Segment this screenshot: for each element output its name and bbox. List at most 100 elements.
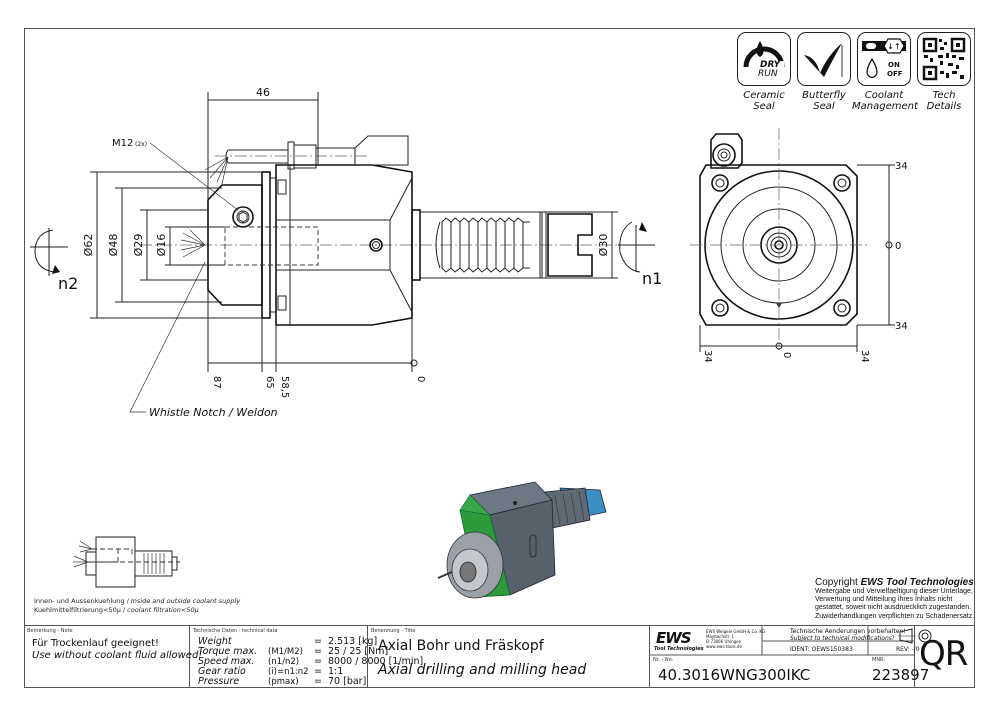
coolant-port-housing	[710, 133, 743, 169]
body-screw	[369, 238, 383, 252]
rotation-n2-label: n2	[58, 274, 78, 293]
run-label: RUN	[758, 69, 778, 79]
ident-value: IDENT: OEWS150383	[790, 646, 853, 653]
bolt	[277, 179, 287, 195]
callout-label: Whistle Notch / Weldon	[149, 406, 278, 419]
tech-row-weight: Weight=2.513 [kg]	[198, 636, 378, 647]
dry-run-icon[interactable]: DRY RUN	[737, 32, 791, 86]
coolant-port	[712, 143, 736, 167]
bolt	[277, 295, 287, 311]
shank-body	[419, 211, 543, 279]
hex-socket	[238, 211, 248, 223]
tech-row-torque: Torque max.(M1/M2)=25 / 25 [Nm]	[198, 646, 389, 657]
end-dim-right-bottom: 34	[895, 321, 908, 332]
orientation-mark	[776, 303, 782, 308]
coolant-port-core	[720, 151, 728, 159]
body-chamfer	[389, 177, 413, 313]
shank-serration	[435, 217, 530, 273]
body-screw-inner	[372, 241, 380, 249]
bottom-dimensions	[207, 290, 418, 372]
title-german: Axial Bohr und Fräskopf	[378, 638, 544, 654]
thread-label: M12	[112, 138, 133, 149]
dim-d30: Ø30	[597, 234, 610, 257]
dim-d62: Ø62	[82, 234, 95, 257]
title-cell: Benennung - Title Axial Bohr und Fräskop…	[368, 626, 650, 688]
rotation-n1-icon	[618, 221, 655, 273]
dim-46-label: 46	[256, 86, 270, 99]
end-dim-bottom-left: 34	[702, 350, 713, 363]
coolant-management-icon[interactable]: ↓↑ ON OFF	[857, 32, 911, 86]
technical-data-cell: Technische Daten - technical data Weight…	[190, 626, 423, 688]
set-screw	[232, 206, 254, 228]
diameter-dimensions	[90, 171, 618, 319]
projection-symbol-icon	[898, 628, 932, 644]
dimension-46	[207, 92, 319, 200]
dim-d29: Ø29	[132, 234, 145, 257]
ews-logo: EWS	[656, 629, 692, 647]
ews-logo-sub: Tool Technologies	[654, 646, 704, 652]
coolant-port-inner	[717, 148, 731, 162]
end-dim-right-mid: 0	[895, 241, 901, 252]
qr-label: QR	[919, 634, 968, 674]
rev-value: REV: -/0	[896, 646, 920, 653]
coolant-fitting	[293, 144, 317, 169]
mnr-number: 223897	[872, 666, 930, 684]
dim-0: 0	[415, 376, 426, 382]
isometric-render	[437, 481, 607, 599]
shank-groove	[539, 211, 547, 279]
callout-leader	[129, 261, 206, 413]
tech-row-gear-ratio: Gear ratio(i)=n1:n2=1:1	[198, 666, 344, 677]
end-dim-right-top: 34	[895, 161, 908, 172]
coolant-spray-center	[180, 229, 206, 258]
mounting-holes	[711, 174, 851, 317]
modifications-de: Technische Aenderungen vorbehalten!	[790, 628, 906, 635]
on-label: ON	[888, 61, 900, 69]
dry-label: DRY	[760, 60, 781, 70]
coolant-schematic	[73, 536, 180, 588]
end-view-outline	[699, 164, 858, 326]
off-label: OFF	[887, 70, 903, 78]
coolant-spray-top	[204, 156, 229, 185]
part-number: 40.3016WNG300IKC	[658, 666, 811, 684]
modifications-en: Subject to technical modifications!	[790, 635, 895, 642]
title-block: Bemerkung - Note Für Trockenlauf geeigne…	[24, 625, 975, 688]
drawing-frame	[24, 28, 975, 688]
tech-row-pressure: Pressure(pmax)=70 [bar]	[198, 676, 367, 687]
butterfly-seal-icon[interactable]	[797, 32, 851, 86]
thread-count: (2x)	[135, 141, 147, 148]
tech-row-speed: Speed max.(n1/n2)=8000 / 8000 [1/min]	[198, 656, 424, 667]
coolant-tube	[225, 149, 289, 164]
qr-cell[interactable]: QR	[915, 626, 975, 688]
dim-87: 87	[211, 376, 222, 389]
side-view: Ø62 Ø48 Ø29 Ø16 Ø30 46 M12 (2x) 87 65 58…	[30, 86, 662, 419]
dim-d16: Ø16	[155, 234, 168, 257]
company-cell: EWS Tool Technologies EWS Weigele GmbH &…	[650, 626, 932, 688]
dim-d48: Ø48	[107, 234, 120, 257]
rotation-n1-label: n1	[642, 269, 662, 288]
end-dim-bottom-right: 34	[859, 350, 870, 363]
end-view: 34 0 34 34 0 34	[690, 128, 908, 363]
end-view-dimensions	[699, 164, 895, 352]
render-pin	[437, 571, 453, 579]
title-english: Axial drilling and milling head	[378, 662, 587, 678]
hidden-bore	[224, 226, 319, 266]
thread-leader	[149, 142, 239, 211]
rotation-n2-icon	[30, 228, 68, 276]
svg-text:↓↑: ↓↑	[887, 42, 900, 51]
drive-tenon	[547, 213, 593, 277]
end-dim-bottom-mid: 0	[781, 352, 792, 358]
coolant-caption: Innen- und Aussenkuehlung / Inside and o…	[34, 597, 241, 614]
set-screw-inner	[236, 210, 250, 224]
qr-code-icon[interactable]	[917, 32, 971, 86]
dim-65: 65	[264, 376, 275, 389]
company-address: EWS Weigele GmbH & Co. KG Maybachstr. 1 …	[706, 629, 766, 649]
title-block-grid	[650, 625, 915, 656]
copyright-notice: Copyright EWS Tool Technologies Weiterga…	[815, 577, 975, 620]
dim-58-5: 58,5	[279, 376, 290, 398]
